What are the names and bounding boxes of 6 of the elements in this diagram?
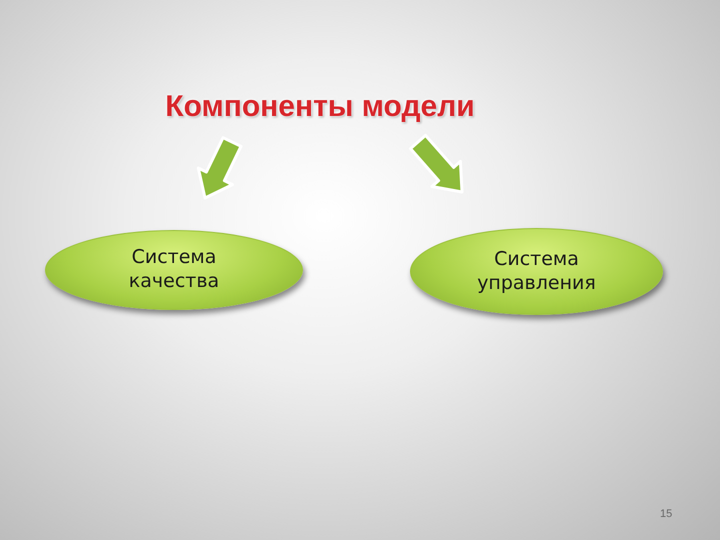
ellipse-node: Система управления: [410, 228, 663, 315]
block-arrow: [409, 134, 464, 194]
block-arrow: [196, 136, 242, 200]
ellipse-node: Система качества: [45, 230, 303, 310]
title-text: Компоненты модели: [140, 86, 500, 126]
slide-number: 15: [660, 507, 672, 522]
